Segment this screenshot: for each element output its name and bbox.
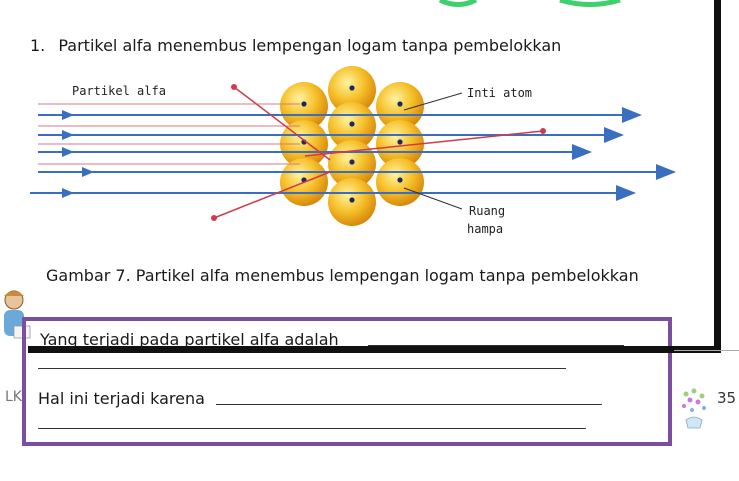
question-text: Partikel alfa menembus lempengan logam t… [58, 36, 562, 55]
figure-caption: Gambar 7. Partikel alfa menembus lempeng… [46, 266, 639, 285]
answer-blank-2a[interactable] [216, 404, 602, 405]
flower-decoration-icon [682, 388, 706, 429]
label-pointers [403, 92, 463, 210]
frame-border-right [714, 0, 721, 352]
answer-blank-2b[interactable] [38, 428, 586, 429]
alpha-particle-figure: Partikel alfa Inti atom Ruang hampa [30, 66, 676, 236]
frame-border-bottom [28, 346, 721, 353]
label-space-line1: Ruang [469, 204, 505, 218]
student-icon [4, 290, 31, 339]
separator-line [674, 350, 739, 351]
deflected-particle-paths [213, 86, 544, 219]
answer-box [22, 317, 672, 446]
prompt-reason: Hal ini terjadi karena [38, 389, 205, 408]
left-arrowheads [62, 110, 94, 198]
label-particle: Partikel alfa [72, 84, 166, 98]
question-heading: 1. Partikel alfa menembus lempengan loga… [30, 36, 561, 55]
prompt-what-happens: Yang terjadi pada partikel alfa adalah [40, 330, 339, 349]
answer-blank-1a[interactable] [368, 345, 624, 346]
particle-dots [211, 84, 546, 221]
page-number: 35 [717, 389, 737, 407]
label-space-line2: hampa [467, 222, 503, 236]
label-nucleus: Inti atom [467, 86, 532, 100]
answer-blank-1b[interactable] [38, 368, 566, 369]
top-decoration [438, 0, 621, 7]
corner-label: LK [5, 389, 22, 405]
question-number: 1. [30, 36, 46, 55]
straight-particle-paths [30, 107, 676, 201]
